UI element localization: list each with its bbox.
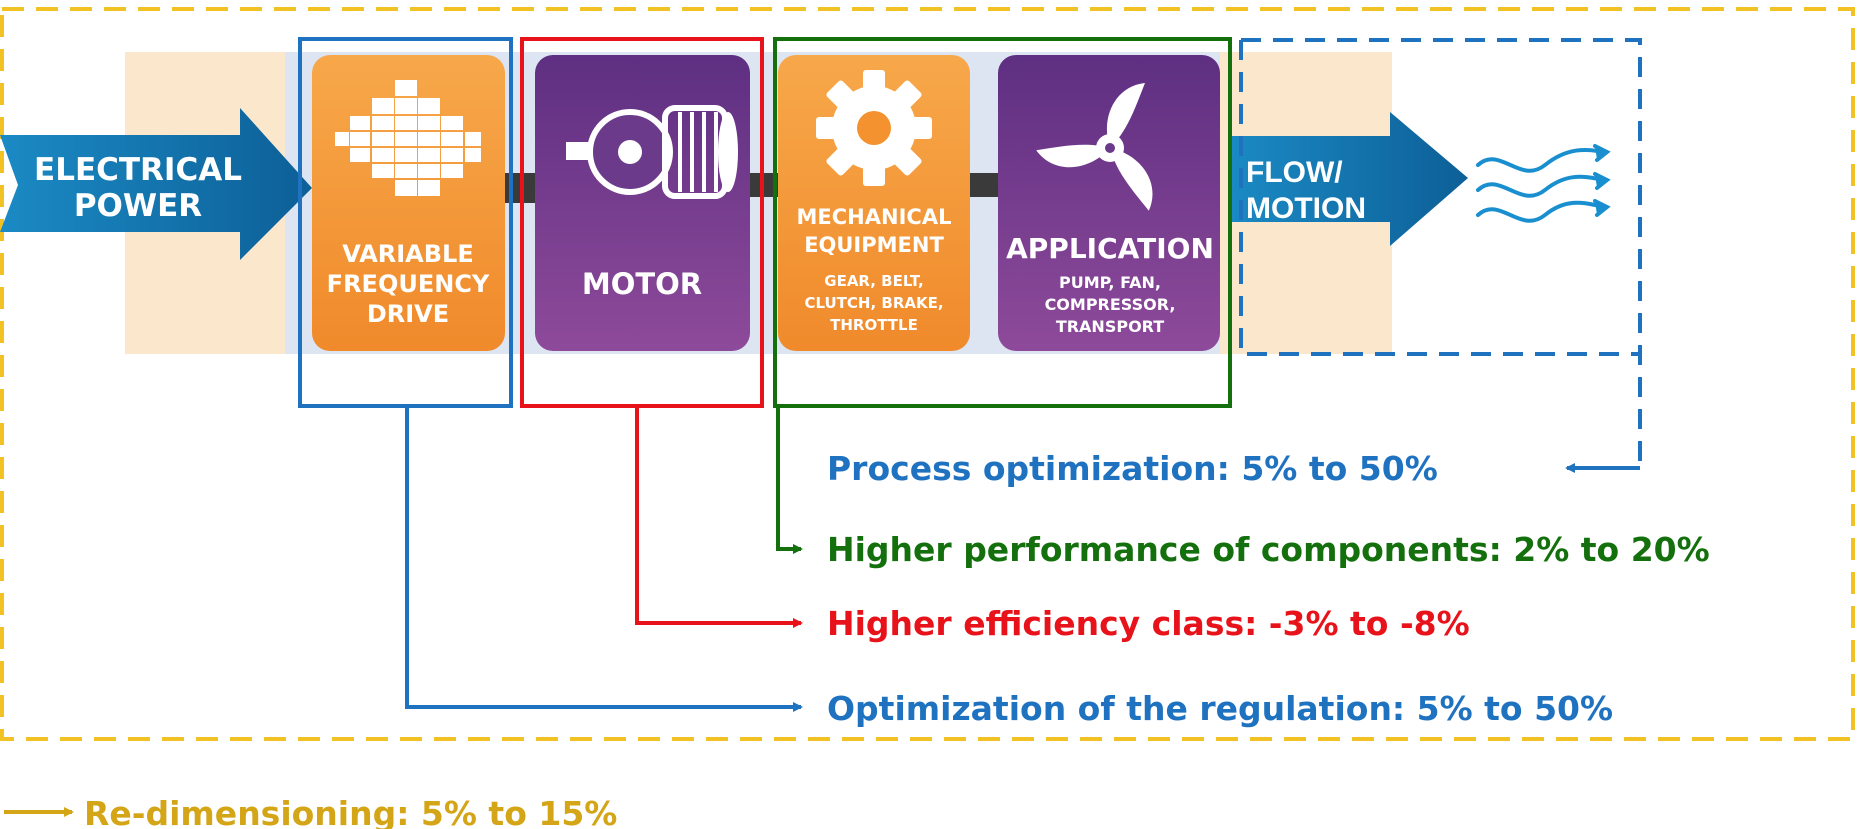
components-leader-line bbox=[776, 406, 803, 554]
mech-sub-line1: GEAR, BELT, bbox=[824, 272, 923, 290]
vfd-block: VARIABLE FREQUENCY DRIVE bbox=[312, 55, 505, 351]
output-label-line2: MOTION bbox=[1246, 192, 1366, 225]
mechanical-equipment-block: MECHANICAL EQUIPMENT GEAR, BELT, CLUTCH,… bbox=[778, 55, 970, 351]
electrical-power-arrow: ELECTRICAL POWER bbox=[0, 108, 312, 260]
app-sub-line1: PUMP, FAN, bbox=[1059, 273, 1161, 292]
vfd-label-line1: VARIABLE bbox=[342, 240, 473, 268]
mech-sub-line2: CLUTCH, BRAKE, bbox=[804, 294, 943, 312]
output-label-line1: FLOW/ bbox=[1246, 156, 1343, 189]
app-sub-line3: TRANSPORT bbox=[1056, 317, 1164, 336]
components-highlight-box bbox=[773, 37, 1232, 408]
efficiency-class-label: Higher efficiency class: -3% to -8% bbox=[827, 604, 1470, 643]
outer-dashed-frame bbox=[0, 7, 1855, 741]
redimensioning-label: Re-dimensioning: 5% to 15% bbox=[84, 794, 617, 829]
components-performance-label: Higher performance of components: 2% to … bbox=[827, 530, 1710, 569]
vfd-label-line2: FREQUENCY bbox=[327, 270, 490, 298]
vfd-label-line3: DRIVE bbox=[367, 300, 449, 328]
motor-icon bbox=[566, 105, 738, 199]
motor-highlight-box bbox=[520, 37, 764, 408]
app-title: APPLICATION bbox=[1006, 232, 1214, 265]
fan-icon bbox=[1036, 83, 1153, 211]
input-label-line2: POWER bbox=[74, 188, 202, 224]
gear-icon bbox=[816, 70, 932, 186]
process-optimization-label: Process optimization: 5% to 50% bbox=[827, 449, 1438, 488]
flow-motion-arrow: FLOW/ MOTION bbox=[1228, 112, 1468, 246]
waves-icon bbox=[1476, 144, 1611, 223]
input-label-line1: ELECTRICAL bbox=[34, 152, 242, 188]
mech-sub-line3: THROTTLE bbox=[830, 316, 918, 334]
app-sub-line2: COMPRESSOR, bbox=[1045, 295, 1176, 314]
mech-title-line1: MECHANICAL bbox=[797, 205, 952, 229]
regulation-leader-line bbox=[405, 406, 803, 712]
motor-label: MOTOR bbox=[582, 267, 702, 301]
motor-block: MOTOR bbox=[535, 55, 750, 351]
application-block: APPLICATION PUMP, FAN, COMPRESSOR, TRANS… bbox=[998, 55, 1220, 351]
regulation-optimization-label: Optimization of the regulation: 5% to 50… bbox=[827, 689, 1613, 728]
mech-title-line2: EQUIPMENT bbox=[804, 233, 944, 257]
efficiency-leader-line bbox=[635, 406, 803, 628]
connector-mech-app bbox=[970, 173, 998, 197]
vfd-board-icon bbox=[335, 80, 481, 196]
process-highlight-box bbox=[1239, 38, 1642, 468]
